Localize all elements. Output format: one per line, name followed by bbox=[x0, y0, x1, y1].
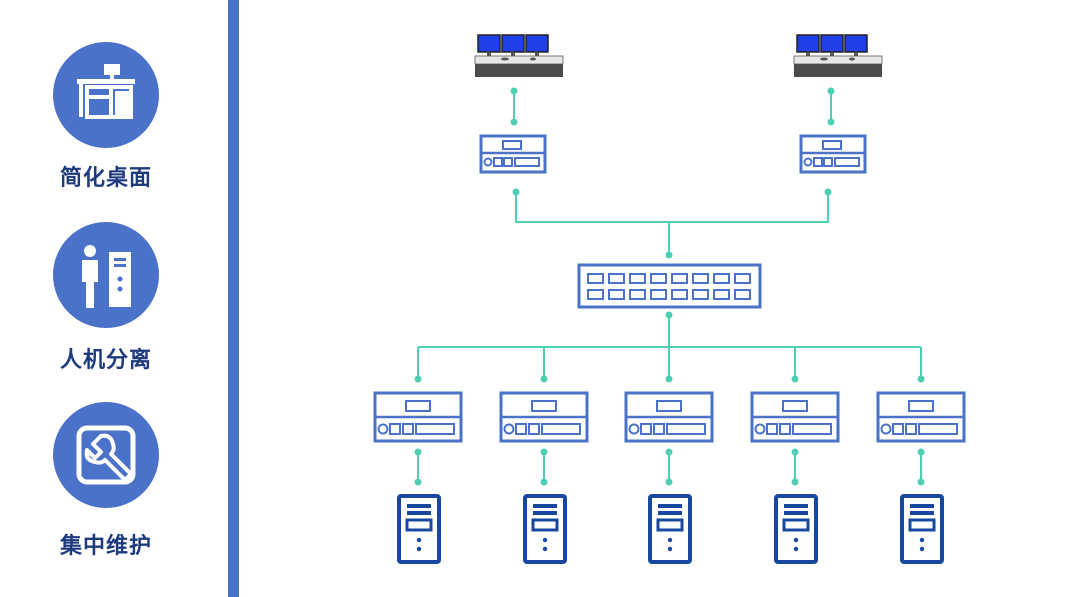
workstation-icon bbox=[793, 34, 883, 78]
feature-icon-circle bbox=[53, 42, 159, 148]
feature-label: 简化桌面 bbox=[59, 166, 152, 191]
server-tower-icon bbox=[397, 494, 441, 564]
server-tower-icon bbox=[774, 494, 818, 564]
host-device-icon bbox=[373, 391, 463, 443]
desk-workstation-icon bbox=[77, 64, 135, 119]
connector-dots bbox=[414, 87, 925, 486]
client-device-icon bbox=[799, 134, 867, 174]
workstation-icon bbox=[474, 34, 564, 78]
host-device-icon bbox=[499, 391, 589, 443]
feature-panel: 简化桌面 人机分离 集中维护 bbox=[0, 0, 228, 597]
vertical-divider bbox=[228, 0, 239, 597]
network-switch-icon bbox=[577, 263, 762, 309]
host-device-icon bbox=[624, 391, 714, 443]
feature-icon-circle bbox=[53, 402, 159, 508]
feature-icon-circle bbox=[53, 222, 159, 328]
server-tower-icon bbox=[648, 494, 692, 564]
wrench-maintenance-icon bbox=[76, 425, 136, 485]
host-device-icon bbox=[750, 391, 840, 443]
connector-lines bbox=[417, 91, 922, 482]
server-tower-icon bbox=[523, 494, 567, 564]
server-tower-icon bbox=[900, 494, 944, 564]
feature-label: 人机分离 bbox=[59, 348, 152, 373]
feature-label: 集中维护 bbox=[59, 534, 152, 559]
host-device-icon bbox=[876, 391, 966, 443]
client-device-icon bbox=[479, 134, 547, 174]
person-computer-icon bbox=[82, 245, 131, 308]
